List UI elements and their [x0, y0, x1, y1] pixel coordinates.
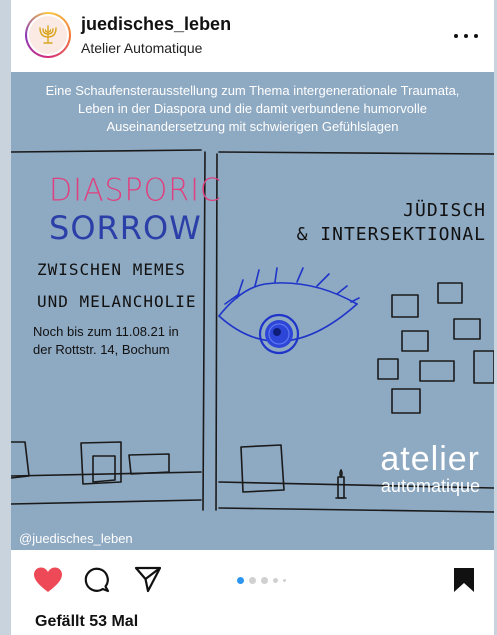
subtitle-line-1: ZWISCHEN MEMES [37, 260, 186, 279]
send-icon[interactable] [133, 564, 163, 599]
window-sketch [11, 149, 494, 513]
post-image[interactable]: Eine Schaufensterausstellung zum Thema i… [11, 72, 494, 550]
dates-line-2: der Rottstr. 14, Bochum [33, 342, 170, 357]
carousel-dot [249, 577, 256, 584]
location[interactable]: Atelier Automatique [81, 40, 203, 56]
more-options-icon[interactable] [454, 26, 478, 46]
post-banner-text: Eine Schaufensterausstellung zum Thema i… [45, 83, 460, 134]
post-header: juedisches_leben Atelier Automatique [11, 0, 494, 72]
dates-line-1: Noch bis zum 11.08.21 in [33, 324, 179, 339]
more-dot [454, 34, 458, 38]
menorah-icon [29, 16, 67, 54]
juedisch-line-1: JÜDISCH [403, 200, 486, 221]
post-actions [11, 550, 494, 610]
brand-automatique: automatique [380, 476, 480, 496]
carousel-dot [261, 577, 268, 584]
avatar-ring [27, 14, 69, 56]
juedisch-line-2: & INTERSEKTIONAL [296, 224, 486, 245]
heart-icon[interactable] [33, 566, 63, 599]
more-dot [464, 34, 468, 38]
instagram-post: juedisches_leben Atelier Automatique Ein… [11, 0, 494, 635]
brand-atelier: atelier [380, 440, 480, 478]
bookmark-icon[interactable] [452, 566, 476, 599]
subtitle-line-2: UND MELANCHOLIE [37, 292, 197, 311]
comment-icon[interactable] [83, 566, 111, 599]
like-count[interactable]: Gefällt 53 Mal [35, 613, 139, 630]
avatar[interactable] [25, 12, 71, 58]
title-diasporic: DIASPORIC [49, 172, 222, 209]
username[interactable]: juedisches_leben [81, 14, 232, 34]
carousel-dot [283, 579, 286, 582]
carousel-indicator [237, 577, 286, 584]
carousel-dot [273, 578, 278, 583]
image-handle: @juedisches_leben [19, 531, 133, 546]
carousel-dot-active [237, 577, 244, 584]
more-dot [474, 34, 478, 38]
title-sorrow: SORROW [49, 209, 202, 247]
